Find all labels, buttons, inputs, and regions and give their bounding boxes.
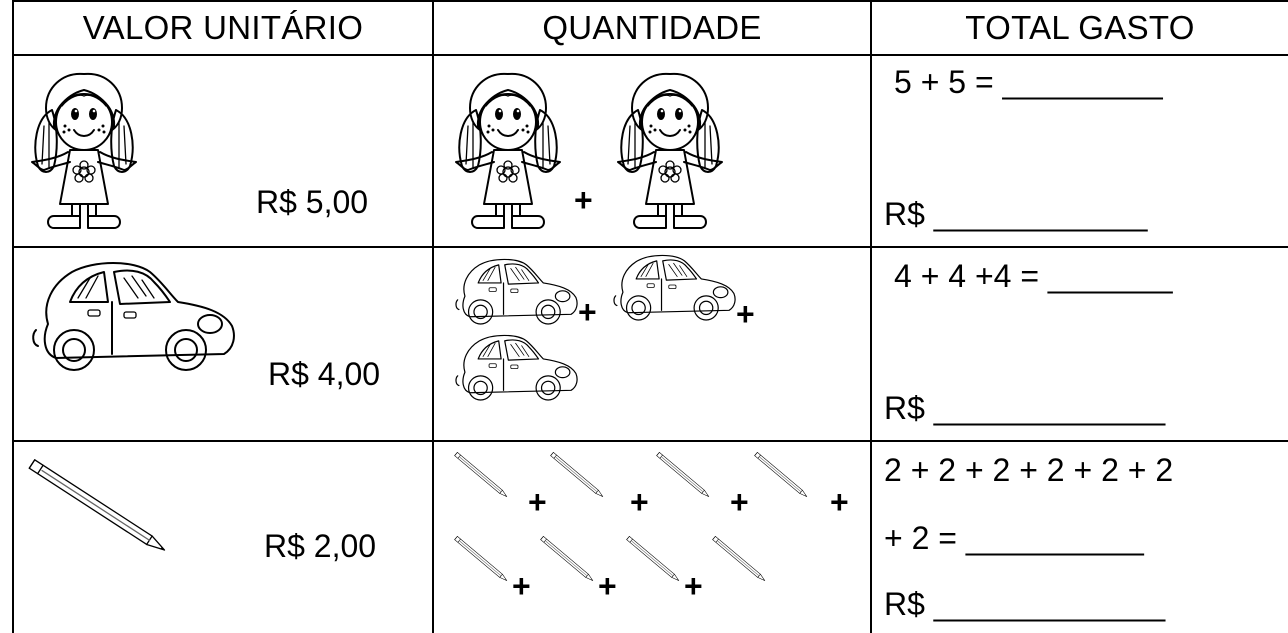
plus-sign: + <box>528 484 547 520</box>
header-unit-value: VALOR UNITÁRIO <box>82 9 364 46</box>
plus-sign: + <box>830 484 849 520</box>
pencil-icon <box>550 452 605 499</box>
doll-icon <box>455 72 561 230</box>
pencil-icon <box>754 452 809 499</box>
pencil-icon <box>712 536 767 583</box>
row3-equation-line2: + 2 = __________ <box>884 520 1144 556</box>
table-border-top <box>12 0 1288 2</box>
header-divider <box>12 54 1288 56</box>
doll-icon <box>617 72 723 230</box>
price-table: VALOR UNITÁRIO QUANTIDADE TOTAL GASTO R$… <box>12 0 1288 633</box>
table-border-left <box>12 0 14 633</box>
row2-price: R$ 4,00 <box>268 356 381 392</box>
plus-sign: + <box>736 296 755 332</box>
column-divider-1 <box>432 0 434 633</box>
header-quantity: QUANTIDADE <box>542 9 762 46</box>
row1-currency-line: R$ ____________ <box>884 196 1148 232</box>
header-total: TOTAL GASTO <box>965 9 1195 46</box>
column-divider-2 <box>870 0 872 633</box>
row1-equation: 5 + 5 = _________ <box>894 64 1163 100</box>
row1-price: R$ 5,00 <box>256 184 369 220</box>
car-icon <box>32 262 235 371</box>
row-divider-1 <box>12 246 1288 248</box>
plus-sign: + <box>512 568 531 604</box>
row2-equation: 4 + 4 +4 = _______ <box>894 258 1173 294</box>
plus-sign: + <box>578 294 597 330</box>
car-icon <box>613 254 736 321</box>
car-icon <box>455 258 578 325</box>
plus-sign: + <box>598 568 617 604</box>
row3-currency-line: R$ _____________ <box>884 586 1166 622</box>
pencil-icon <box>454 452 509 499</box>
pencil-icon <box>28 459 168 555</box>
car-icon <box>455 334 578 401</box>
pencil-icon <box>656 452 711 499</box>
plus-sign: + <box>630 484 649 520</box>
plus-sign: + <box>684 568 703 604</box>
plus-sign: + <box>574 182 593 218</box>
plus-sign: + <box>730 484 749 520</box>
row2-currency-line: R$ _____________ <box>884 390 1166 426</box>
row3-equation-line1: 2 + 2 + 2 + 2 + 2 + 2 <box>884 452 1174 488</box>
doll-icon <box>31 72 137 230</box>
row3-price: R$ 2,00 <box>264 528 377 564</box>
row-divider-2 <box>12 440 1288 442</box>
